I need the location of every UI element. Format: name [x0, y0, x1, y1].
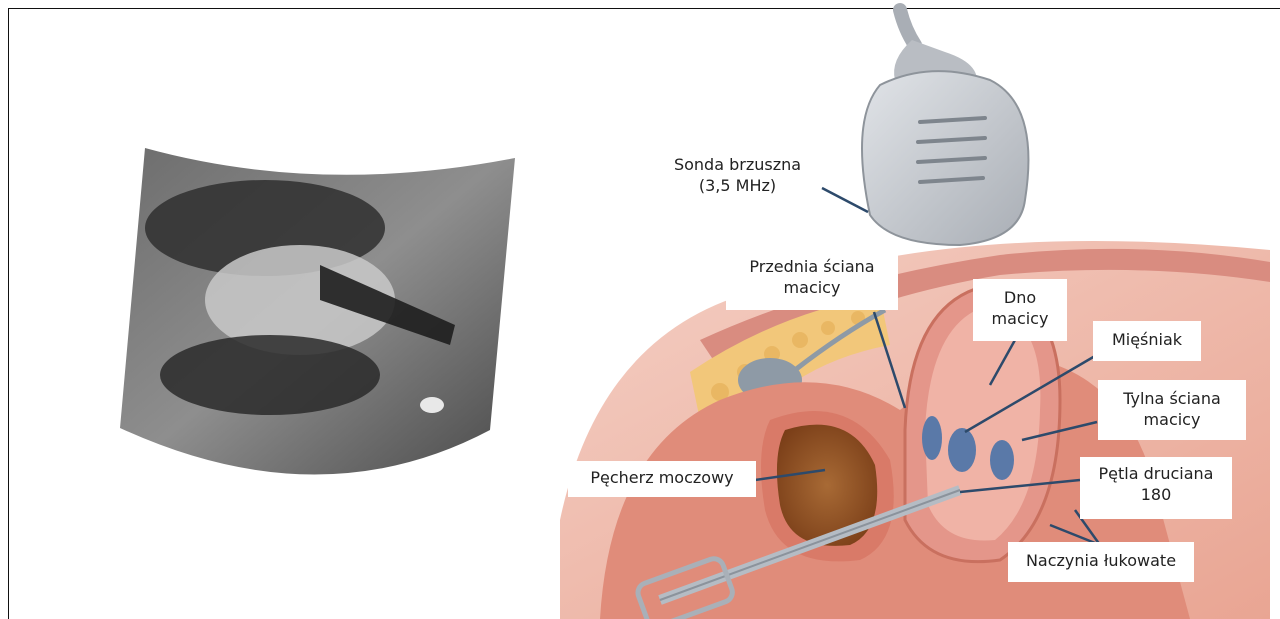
- label-posterior-wall: Tylna ściana macicy: [1098, 380, 1246, 440]
- leader-probe: [822, 188, 868, 212]
- abdominal-probe: [862, 10, 1028, 245]
- label-probe: Sonda brzuszna (3,5 MHz): [650, 152, 825, 198]
- label-anterior-wall: Przednia ściana macicy: [726, 248, 898, 310]
- label-arcuate-vessels: Naczynia łukowate: [1008, 542, 1194, 582]
- label-myoma: Mięśniak: [1093, 321, 1201, 361]
- label-bladder: Pęcherz moczowy: [568, 461, 756, 497]
- label-fundus: Dno macicy: [973, 279, 1067, 341]
- ultrasound-image: [120, 148, 515, 475]
- label-wire-loop: Pętla druciana 180: [1080, 457, 1232, 519]
